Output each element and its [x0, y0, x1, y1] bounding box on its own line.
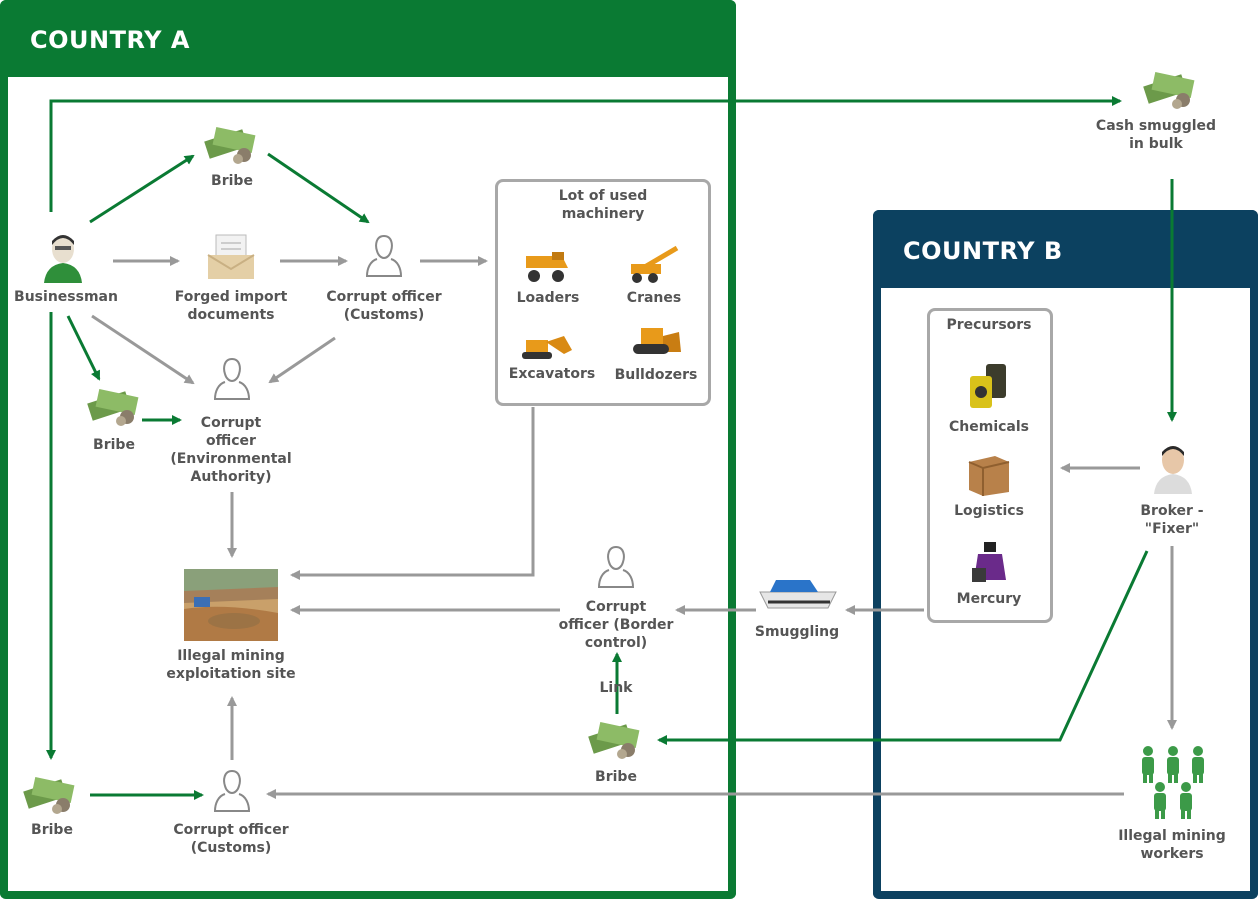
corrupt-officer-customs-top-icon — [365, 234, 403, 277]
mercury-label: Mercury — [956, 591, 1022, 607]
cash-smuggled-line-2: in bulk — [1129, 136, 1183, 152]
corrupt-border-label: Corrupt officer (Border control) — [559, 598, 674, 652]
crane-icon — [631, 245, 679, 283]
forged-docs-label: Forged import documents — [175, 288, 288, 324]
arrow-bribe-to-customs — [267, 152, 370, 224]
chemicals-icon — [970, 364, 1006, 408]
machinery-box — [495, 179, 711, 406]
machinery-title-line-1: Lot of used — [558, 188, 648, 204]
country-b-frame: COUNTRY B — [873, 210, 1258, 899]
corrupt-customs-bottom-line-1: Corrupt officer — [173, 822, 289, 838]
machinery-title: Lot of used machinery — [559, 187, 648, 223]
bribe-mid-label: Bribe — [93, 437, 135, 453]
broker-label: Broker - "Fixer" — [1140, 502, 1203, 538]
boat-icon — [759, 580, 837, 609]
arrow-machinery-to-site — [290, 407, 535, 580]
money-icon-cash-smuggled — [1143, 72, 1195, 109]
workers-label: Illegal mining workers — [1118, 827, 1226, 863]
corrupt-env-line-1: Corrupt — [200, 415, 262, 431]
bribe-border-label: Bribe — [595, 769, 637, 785]
excavators-label: Excavators — [508, 366, 596, 382]
mining-site-line-1: Illegal mining — [177, 648, 285, 664]
corrupt-customs-top-line-2: (Customs) — [343, 307, 425, 323]
corrupt-customs-bottom-line-2: (Customs) — [190, 840, 272, 856]
arrow-to-bribe-mid — [66, 315, 101, 381]
loader-icon — [526, 252, 568, 282]
money-icon-bribe-bottom — [23, 777, 75, 814]
documents-icon — [207, 234, 255, 279]
corrupt-officer-env-icon — [213, 357, 251, 400]
broker-line-2: "Fixer" — [1144, 521, 1200, 537]
machinery-title-line-2: machinery — [561, 206, 645, 222]
country-a-frame: COUNTRY A — [0, 0, 736, 899]
corrupt-customs-top-line-1: Corrupt officer — [326, 289, 442, 305]
corrupt-customs-top-label: Corrupt officer (Customs) — [326, 288, 441, 324]
money-icon-bribe-border — [588, 722, 640, 759]
arrow-broker-to-bribe — [657, 550, 1149, 745]
link-label: Link — [599, 680, 633, 696]
corrupt-officer-customs-bottom-icon — [213, 769, 251, 812]
precursors-title: Precursors — [946, 317, 1032, 333]
mining-site-photo — [184, 569, 278, 641]
workers-icon — [1142, 746, 1204, 819]
workers-line-2: workers — [1140, 846, 1204, 862]
logistics-icon — [968, 456, 1010, 496]
arrow-to-bribe-top — [89, 154, 195, 224]
businessman-label: Businessman — [14, 289, 118, 305]
cash-smuggled-label: Cash smuggled in bulk — [1096, 117, 1216, 153]
cash-smuggled-line-1: Cash smuggled — [1095, 118, 1217, 134]
corrupt-border-line-2: officer (Border — [558, 617, 674, 633]
arrow-customs-to-env — [268, 336, 336, 384]
corrupt-env-line-2: officer — [206, 433, 256, 449]
arrow-biz-to-env — [91, 314, 195, 385]
country-a-header: COUNTRY A — [0, 0, 736, 77]
mercury-icon — [972, 542, 1006, 582]
loaders-label: Loaders — [516, 290, 580, 306]
workers-line-1: Illegal mining — [1118, 828, 1226, 844]
logistics-label: Logistics — [954, 503, 1024, 519]
bribe-bottom-left-label: Bribe — [31, 822, 73, 838]
forged-docs-line-2: documents — [187, 307, 275, 323]
forged-docs-line-1: Forged import — [174, 289, 288, 305]
broker-icon — [1154, 446, 1192, 494]
corrupt-env-line-4: Authority) — [190, 469, 272, 485]
broker-line-1: Broker - — [1140, 503, 1204, 519]
corrupt-env-label: Corrupt officer (Environmental Authority… — [170, 414, 291, 486]
arrow-cash-smuggled — [49, 96, 1122, 212]
corrupt-border-line-3: control) — [584, 635, 648, 651]
smuggling-label: Smuggling — [754, 624, 840, 640]
mining-site-line-2: exploitation site — [166, 666, 296, 682]
businessman-icon — [44, 235, 82, 283]
bribe-top-label: Bribe — [211, 173, 253, 189]
mining-site-label: Illegal mining exploitation site — [166, 647, 295, 683]
chemicals-label: Chemicals — [948, 419, 1030, 435]
cranes-label: Cranes — [626, 290, 682, 306]
corrupt-env-line-3: (Environmental — [170, 451, 292, 467]
country-b-header: COUNTRY B — [873, 210, 1258, 288]
country-b-title: COUNTRY B — [903, 237, 1063, 265]
bulldozer-icon — [633, 328, 681, 354]
money-icon-bribe-top — [204, 127, 256, 164]
corrupt-officer-border-icon — [597, 545, 635, 588]
corrupt-border-line-1: Corrupt — [585, 599, 647, 615]
excavator-icon — [522, 336, 572, 359]
bulldozers-label: Bulldozers — [614, 367, 698, 383]
money-icon-bribe-mid — [87, 389, 139, 426]
corrupt-customs-bottom-label: Corrupt officer (Customs) — [173, 821, 288, 857]
country-a-title: COUNTRY A — [30, 26, 190, 54]
